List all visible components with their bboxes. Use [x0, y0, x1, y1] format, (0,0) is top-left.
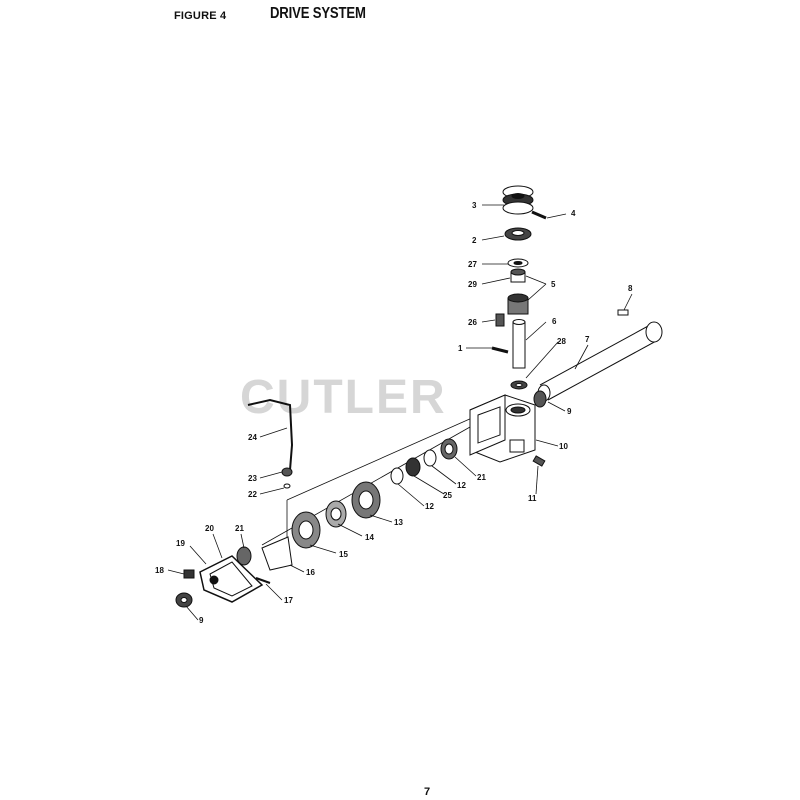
callout-17: 17 [284, 596, 293, 605]
callout-12-upper: 12 [457, 481, 466, 490]
callout-20: 20 [205, 524, 214, 533]
callout-26: 26 [468, 318, 477, 327]
callout-14: 14 [365, 533, 374, 542]
callout-2: 2 [472, 236, 477, 245]
callout-8: 8 [628, 284, 633, 293]
part-10-gearbox [469, 394, 536, 463]
callout-18: 18 [155, 566, 164, 575]
callout-labels: 3 4 2 27 29 5 26 6 1 28 8 7 9 10 11 24 2… [155, 201, 633, 625]
part-20-cover [199, 555, 264, 603]
callout-10: 10 [559, 442, 568, 451]
callout-24: 24 [248, 433, 257, 442]
page-number: 7 [424, 786, 431, 798]
callout-23: 23 [248, 474, 257, 483]
figure-title: DRIVE SYSTEM [270, 5, 366, 22]
callout-11: 11 [528, 494, 537, 503]
callout-21-upper: 21 [477, 473, 486, 482]
callout-28: 28 [557, 337, 566, 346]
callout-6: 6 [552, 317, 557, 326]
callout-19: 19 [176, 539, 185, 548]
callout-15: 15 [339, 550, 348, 559]
callout-27: 27 [468, 260, 477, 269]
figure-number: FIGURE 4 [174, 10, 227, 22]
callout-13: 13 [394, 518, 403, 527]
callout-3: 3 [472, 201, 477, 210]
callout-9-lower: 9 [199, 616, 204, 625]
callout-1: 1 [458, 344, 463, 353]
callout-16: 16 [306, 568, 315, 577]
callout-29: 29 [468, 280, 477, 289]
callout-7: 7 [585, 335, 590, 344]
leader-lines [167, 204, 633, 621]
callout-4: 4 [571, 209, 576, 218]
callout-9-upper: 9 [567, 407, 572, 416]
callout-12-lower: 12 [425, 502, 434, 511]
callout-21-lower: 21 [235, 524, 244, 533]
watermark: CUTLER [240, 371, 447, 424]
part-3-pulley [502, 185, 534, 215]
callout-25: 25 [443, 491, 452, 500]
callout-22: 22 [248, 490, 257, 499]
part-7-shaft [537, 321, 663, 402]
callout-5: 5 [551, 280, 556, 289]
